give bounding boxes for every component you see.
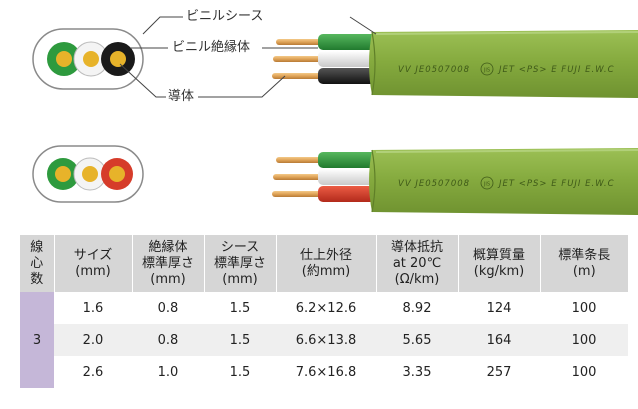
cell-sheath-thickness: 1.5 [204, 292, 276, 324]
cell-outer-diameter: 6.6×13.8 [276, 324, 376, 356]
cell-standard-length: 100 [540, 356, 628, 388]
cell-size: 2.6 [54, 356, 132, 388]
callout-sheath-label: ビニルシース [186, 9, 264, 24]
table-row: 2.0 0.8 1.5 6.6×13.8 5.65 164 100 [20, 324, 628, 356]
cell-size: 1.6 [54, 292, 132, 324]
cell-sheath-thickness: 1.5 [204, 324, 276, 356]
cell-insulation-thickness: 0.8 [132, 292, 204, 324]
callout-conductor-label: 導体 [168, 89, 195, 104]
cell-conductor-resistance: 3.35 [376, 356, 458, 388]
header-cores: 線 心 数 [20, 235, 54, 292]
cross-section-green-white-red [32, 145, 144, 203]
cable-1-print-left: VV JE0507008 [398, 65, 470, 75]
cell-conductor-resistance: 5.65 [376, 324, 458, 356]
cell-outer-diameter: 7.6×16.8 [276, 356, 376, 388]
cores-value: 3 [20, 292, 54, 388]
cable-2-print-left: VV JE0507008 [398, 179, 470, 189]
cell-standard-length: 100 [540, 324, 628, 356]
header-sheath-thickness: シース 標準厚さ (mm) [203, 235, 276, 292]
callout-insulation-label: ビニル絶縁体 [172, 40, 251, 55]
cable-2: VV JE0507008 JIS JET <PS> E FUJI E.W.C [272, 148, 638, 215]
cell-outer-diameter: 6.2×12.6 [276, 292, 376, 324]
cell-standard-length: 100 [540, 292, 628, 324]
cell-insulation-thickness: 0.8 [132, 324, 204, 356]
spec-table-header-row: 線 心 数 サイズ (mm) 絶縁体 標準厚さ (mm) シース 標準厚さ (m… [20, 235, 628, 292]
cell-sheath-thickness: 1.5 [204, 356, 276, 388]
cable-2-print-right: JET <PS> E FUJI E.W.C [497, 179, 615, 189]
callout-leaders [119, 16, 377, 98]
cell-size: 2.0 [54, 324, 132, 356]
table-row: 3 1.6 0.8 1.5 6.2×12.6 8.92 124 100 [20, 292, 628, 388]
header-conductor-resistance: 導体抵抗 at 20℃ (Ω/km) [375, 235, 458, 292]
header-outer-diameter: 仕上外径 (約mm) [275, 235, 376, 292]
header-standard-length: 標準条長 (m) [539, 235, 628, 292]
cable-2-jis-mark: JIS [483, 182, 490, 188]
table-row: 2.6 1.0 1.5 7.6×16.8 3.35 257 100 [20, 356, 628, 388]
cell-conductor-resistance: 8.92 [376, 292, 458, 324]
cell-approx-mass: 257 [458, 356, 540, 388]
spec-table: 線 心 数 サイズ (mm) 絶縁体 標準厚さ (mm) シース 標準厚さ (m… [20, 235, 628, 388]
cable-illustration: VV JE0507008 JIS JET <PS> E FUJI E.W.C V… [32, 16, 638, 215]
cable-1-jis-mark: JIS [483, 68, 490, 74]
header-size: サイズ (mm) [53, 235, 132, 292]
header-approx-mass: 概算質量 (kg/km) [457, 235, 540, 292]
cell-insulation-thickness: 1.0 [132, 356, 204, 388]
cable-1-print-right: JET <PS> E FUJI E.W.C [497, 65, 615, 75]
header-insulation-thickness: 絶縁体 標準厚さ (mm) [131, 235, 204, 292]
cable-1: VV JE0507008 JIS JET <PS> E FUJI E.W.C [272, 30, 638, 98]
cell-approx-mass: 124 [458, 292, 540, 324]
cell-approx-mass: 164 [458, 324, 540, 356]
cross-section-green-white-black [32, 28, 144, 90]
